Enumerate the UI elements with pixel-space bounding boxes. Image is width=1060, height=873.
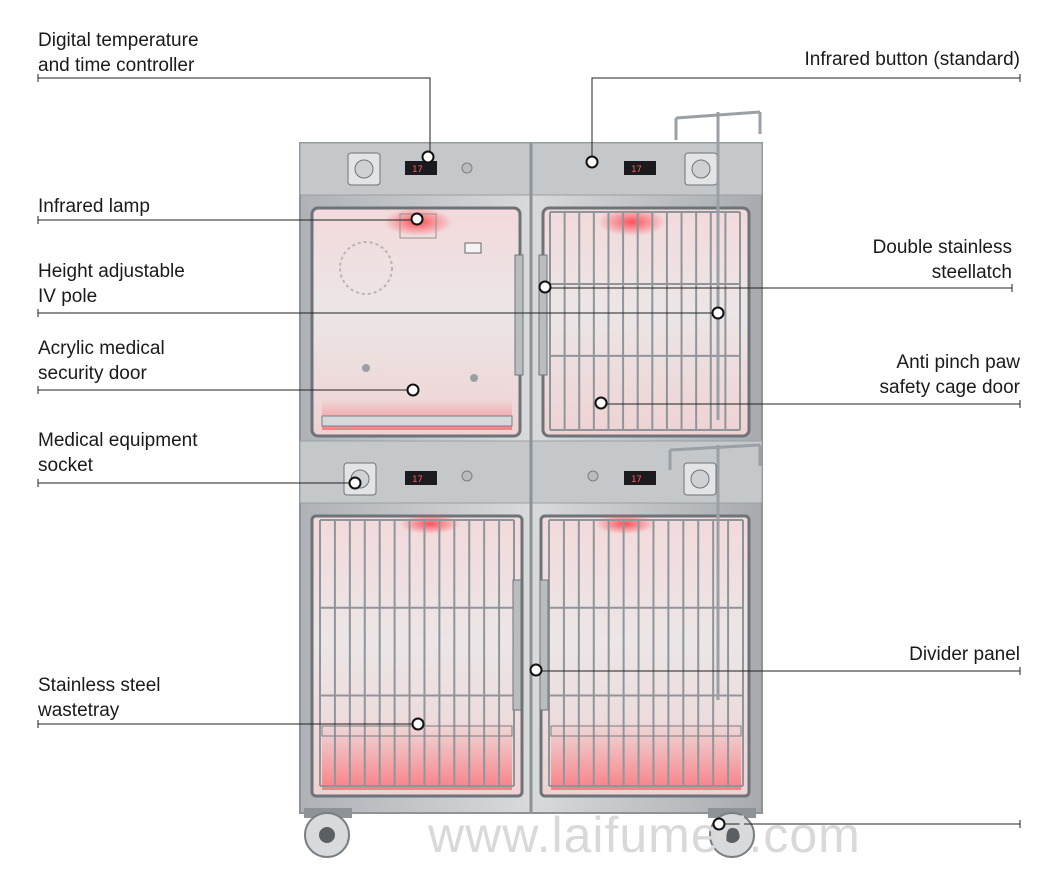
label-infrared-lamp: Infrared lamp xyxy=(38,196,150,217)
watermark: www.laifumed.com xyxy=(428,807,861,863)
latch-handle xyxy=(514,254,524,376)
label-double-stainless-steellatch: Double stainless steellatch xyxy=(872,237,1012,283)
latch-handle xyxy=(539,579,549,711)
wire-door-top-right xyxy=(549,211,741,431)
iv-pole-top xyxy=(674,110,762,420)
display-readout: 17 xyxy=(631,475,642,485)
caster-wheel-left xyxy=(304,808,352,858)
latch-handle xyxy=(538,254,548,376)
label-infrared-button: Infrared button (standard) xyxy=(804,49,1020,70)
wire-door-bottom-left xyxy=(319,519,515,787)
label-digital-temperature-time-controller: Digital temperature and time controller xyxy=(38,30,199,76)
wire-door-bottom-right xyxy=(548,519,744,787)
display-readout: 17 xyxy=(412,165,423,175)
callout-dot-digital-temperature-time-controller xyxy=(421,150,435,164)
callout-dot-double-stainless-steellatch xyxy=(538,280,552,294)
infrared-lamp-glow xyxy=(598,208,666,236)
label-acrylic-medical-security-door: Acrylic medical security door xyxy=(38,338,165,384)
label-anti-pinch-paw-safety-cage-door: Anti pinch paw safety cage door xyxy=(879,352,1020,398)
callout-leaders xyxy=(37,74,1021,831)
infrared-lamp-glow xyxy=(595,514,655,534)
display-bottom-left: 17 xyxy=(405,471,437,485)
wastetray-bottom-right xyxy=(550,725,742,737)
iv-pole-bottom xyxy=(668,443,762,700)
display-top-right: 17 xyxy=(624,161,656,175)
callout-dot-height-adjustable-iv-pole xyxy=(711,306,725,320)
socket-bottom-right xyxy=(683,462,717,496)
callout-dot-infrared-button xyxy=(585,155,599,169)
callout-dot-acrylic-medical-security-door xyxy=(406,383,420,397)
callout-dot-anti-pinch-paw-safety-cage-door xyxy=(594,396,608,410)
label-height-adjustable-iv-pole: Height adjustable IV pole xyxy=(38,261,185,307)
latch-handle xyxy=(512,579,522,711)
label-divider-panel: Divider panel xyxy=(909,644,1020,665)
socket-top-right xyxy=(684,152,718,186)
display-top-left: 17 xyxy=(405,161,437,175)
callout-dot-caster-wheel xyxy=(712,817,726,831)
display-readout: 17 xyxy=(631,165,642,175)
callout-dot-stainless-steel-wastetray xyxy=(411,717,425,731)
wastetray-top-left xyxy=(321,415,513,427)
callout-dot-divider-panel xyxy=(529,663,543,677)
thermometer-icon xyxy=(464,242,482,254)
infrared-button-icon xyxy=(461,470,473,482)
socket-top-left xyxy=(347,152,381,186)
display-readout: 17 xyxy=(412,475,423,485)
leader-line-infrared-button xyxy=(591,77,1020,161)
ventilation-porthole xyxy=(339,241,393,295)
label-medical-equipment-socket: Medical equipment socket xyxy=(38,430,198,476)
label-stainless-steel-wastetray: Stainless steel wastetray xyxy=(38,675,161,721)
leader-line-digital-temperature-time-controller xyxy=(38,77,431,156)
display-bottom-right: 17 xyxy=(624,471,656,485)
infrared-button-icon xyxy=(587,470,599,482)
callout-dot-infrared-lamp xyxy=(410,212,424,226)
infrared-button-icon xyxy=(461,162,473,174)
callout-dot-medical-equipment-socket xyxy=(348,476,362,490)
